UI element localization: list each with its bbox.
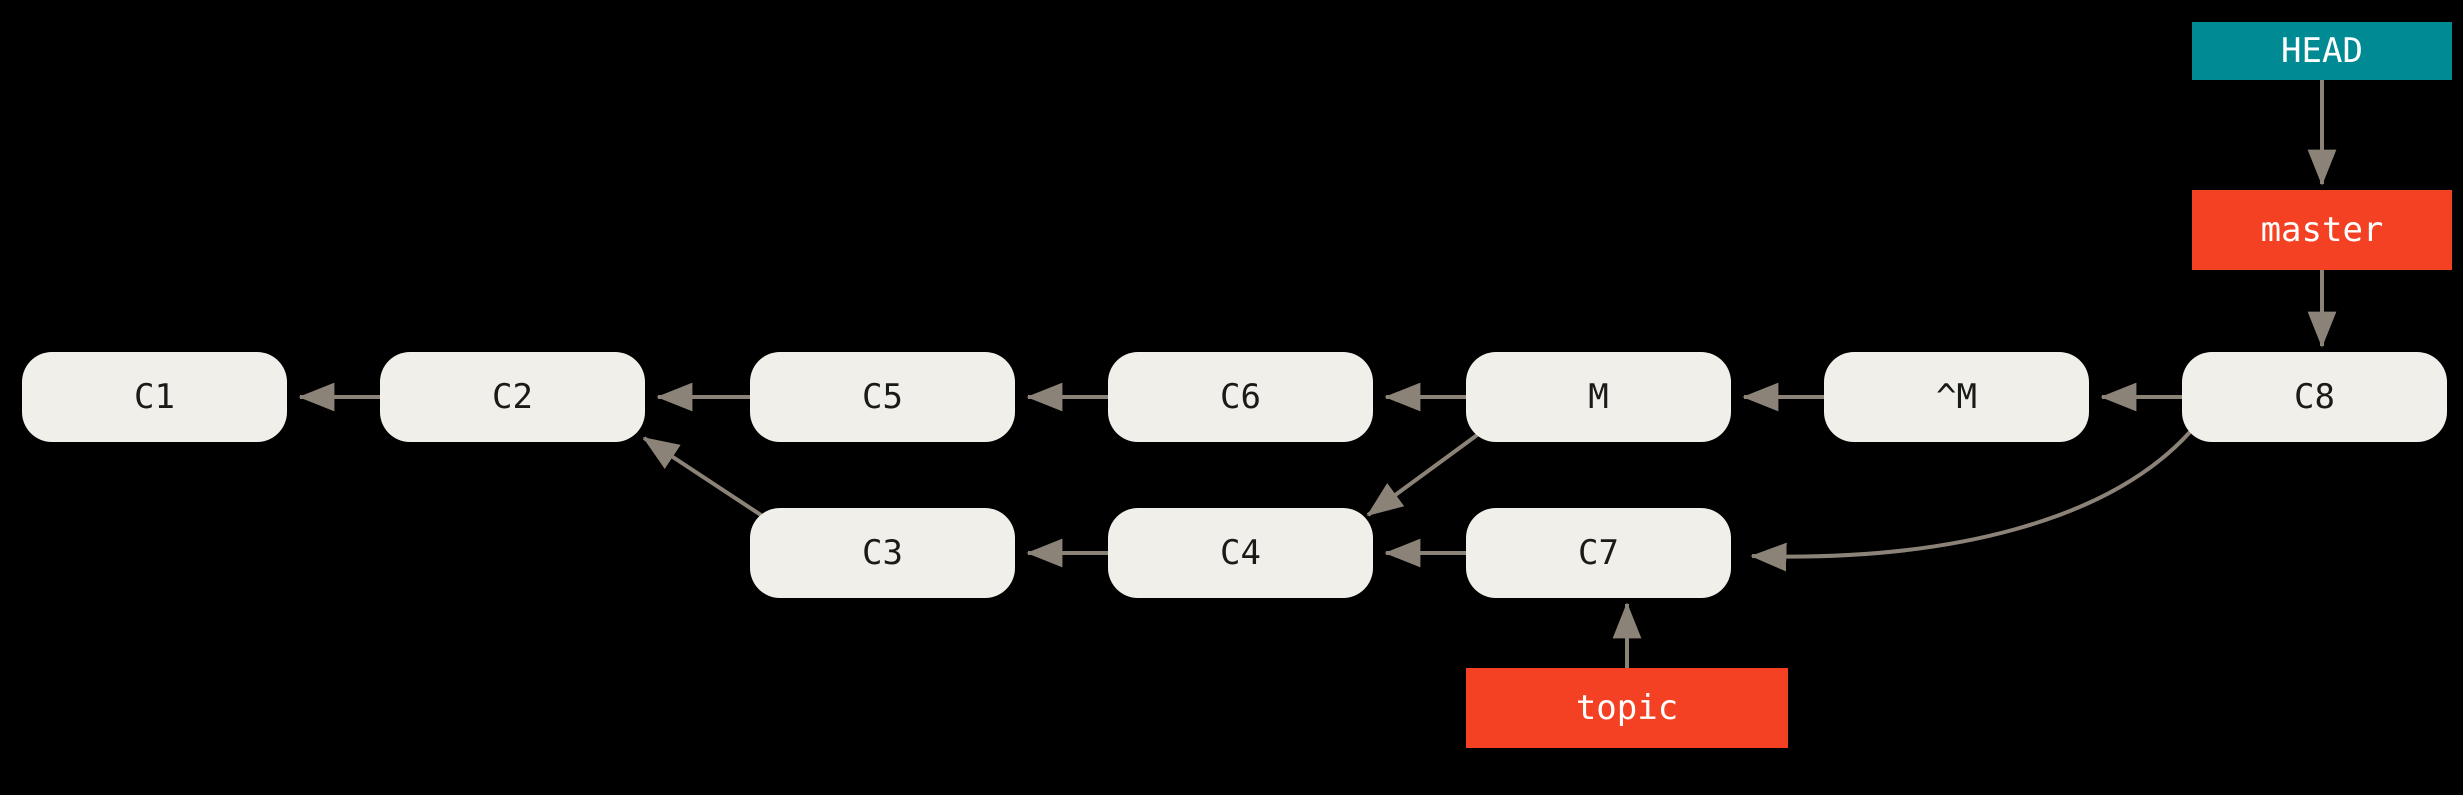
commit-node-c8[interactable]: C8 — [2182, 352, 2447, 442]
commit-node-c3[interactable]: C3 — [750, 508, 1015, 598]
edge-m-to-c4 — [1366, 428, 1486, 517]
commit-node-caret-m[interactable]: ^M — [1824, 352, 2089, 442]
branch-label-topic[interactable]: topic — [1466, 668, 1788, 748]
commit-node-c6[interactable]: C6 — [1108, 352, 1373, 442]
commit-node-c5[interactable]: C5 — [750, 352, 1015, 442]
edge-c3-to-c2 — [642, 436, 772, 523]
commit-node-c4[interactable]: C4 — [1108, 508, 1373, 598]
branch-label-master[interactable]: master — [2192, 190, 2452, 270]
head-label[interactable]: HEAD — [2192, 22, 2452, 80]
commit-node-c7[interactable]: C7 — [1466, 508, 1731, 598]
commit-node-c2[interactable]: C2 — [380, 352, 645, 442]
commit-node-m[interactable]: M — [1466, 352, 1731, 442]
commit-node-c1[interactable]: C1 — [22, 352, 287, 442]
edge-c8-to-c7 — [1750, 430, 2192, 572]
